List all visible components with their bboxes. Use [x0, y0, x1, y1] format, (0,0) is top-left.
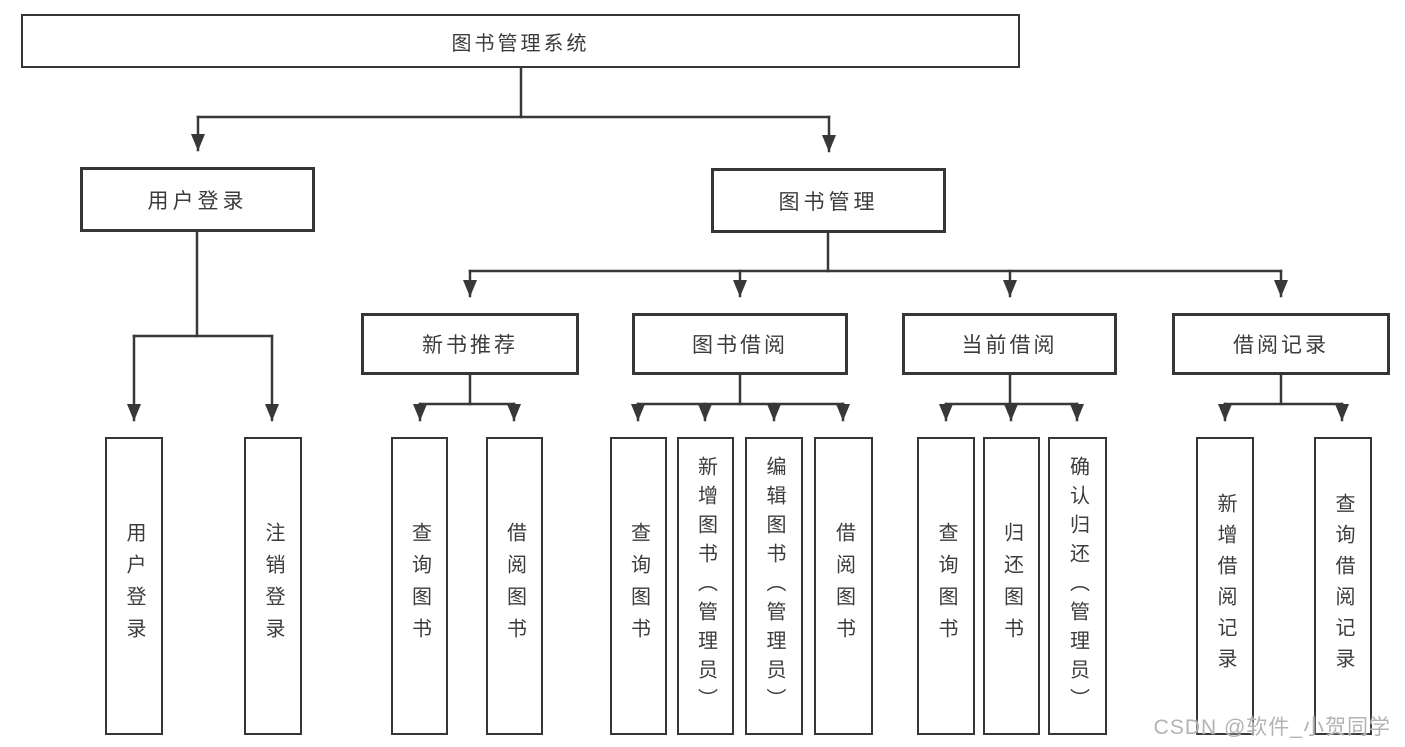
leaf-query-book-2: 查询图书	[610, 437, 667, 735]
leaf-edit-book-admin-label: 编辑图书（管理员）	[763, 455, 785, 717]
leaf-borrow-book-1-label: 借阅图书	[503, 522, 526, 650]
leaf-borrow-book-1: 借阅图书	[486, 437, 543, 735]
node-current-borrow: 当前借阅	[902, 313, 1117, 375]
leaf-query-borrow-record: 查询借阅记录	[1314, 437, 1372, 735]
leaf-user-login: 用户登录	[105, 437, 163, 735]
node-user-login-label: 用户登录	[147, 189, 248, 213]
leaf-borrow-book-2: 借阅图书	[814, 437, 873, 735]
leaf-confirm-return-admin-label: 确认归还（管理员）	[1066, 455, 1089, 717]
leaf-query-book-3: 查询图书	[917, 437, 975, 735]
leaf-add-borrow-record: 新增借阅记录	[1196, 437, 1254, 735]
node-book-management: 图书管理	[711, 168, 946, 233]
leaf-query-book-2-label: 查询图书	[627, 522, 650, 650]
node-root-label: 图书管理系统	[451, 32, 590, 55]
leaf-add-book-admin: 新增图书（管理员）	[677, 437, 734, 735]
node-book-borrow: 图书借阅	[632, 313, 848, 375]
leaf-add-borrow-record-label: 新增借阅记录	[1214, 493, 1236, 679]
node-new-book-recommend: 新书推荐	[361, 313, 579, 375]
leaf-borrow-book-2-label: 借阅图书	[832, 522, 855, 650]
leaf-return-book-label: 归还图书	[1000, 522, 1023, 650]
node-borrow-records: 借阅记录	[1172, 313, 1390, 375]
node-new-book-recommend-label: 新书推荐	[422, 334, 518, 357]
node-book-management-label: 图书管理	[778, 190, 879, 214]
leaf-user-login-label: 用户登录	[123, 522, 145, 650]
leaf-query-borrow-record-label: 查询借阅记录	[1332, 493, 1354, 679]
leaf-logout: 注销登录	[244, 437, 302, 735]
leaf-confirm-return-admin: 确认归还（管理员）	[1048, 437, 1107, 735]
leaf-logout-label: 注销登录	[262, 522, 284, 650]
leaf-query-book-1: 查询图书	[391, 437, 448, 735]
leaf-edit-book-admin: 编辑图书（管理员）	[745, 437, 803, 735]
node-borrow-records-label: 借阅记录	[1233, 334, 1329, 357]
leaf-return-book: 归还图书	[983, 437, 1040, 735]
node-book-borrow-label: 图书借阅	[692, 334, 788, 357]
leaf-query-book-1-label: 查询图书	[408, 522, 431, 650]
leaf-add-book-admin-label: 新增图书（管理员）	[694, 455, 717, 717]
node-user-login: 用户登录	[80, 167, 315, 232]
node-root: 图书管理系统	[21, 14, 1020, 68]
node-current-borrow-label: 当前借阅	[961, 334, 1058, 357]
leaf-query-book-3-label: 查询图书	[935, 522, 957, 650]
